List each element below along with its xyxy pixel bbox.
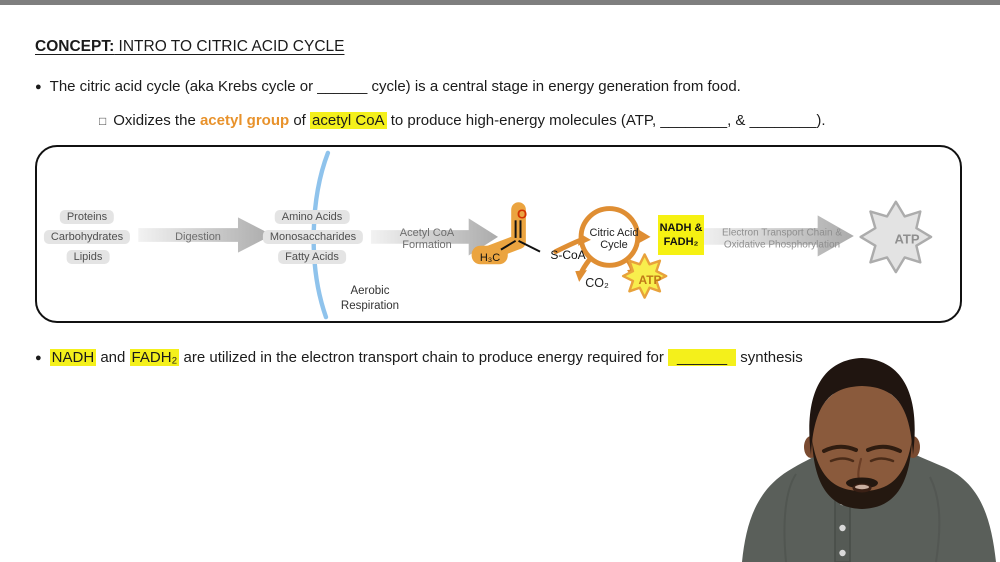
cycle-co2-arrowhead xyxy=(575,270,587,282)
acetyl-arrow-line2: Formation xyxy=(402,239,452,251)
sub-of: of xyxy=(289,112,311,129)
shirt-button-2 xyxy=(839,524,846,532)
instructor-beard xyxy=(812,439,912,509)
instructor-hair xyxy=(809,358,915,455)
b2-mid: are utilized in the electron transport c… xyxy=(179,349,668,366)
pill-amino-acids: Amino Acids xyxy=(274,210,350,224)
cycle-line2: Cycle xyxy=(600,239,628,251)
pathway-diagram-graphics xyxy=(138,150,933,320)
atp-star-small xyxy=(621,253,668,299)
eye-left-closed xyxy=(829,457,855,463)
cycle-entry-arrowhead xyxy=(578,233,591,246)
aerobic-line1: Aerobic xyxy=(350,285,390,297)
aerobic-line2: Respiration xyxy=(340,300,400,312)
instructor-face xyxy=(812,384,912,494)
acetyl-group-accent: acetyl group xyxy=(199,112,290,129)
b2-and: and xyxy=(96,349,130,366)
pill-monosaccharides: Monosaccharides xyxy=(262,230,364,244)
pill-fatty-acids: Fatty Acids xyxy=(278,250,346,264)
sub-amp: , & xyxy=(727,112,750,129)
eye-right-closed xyxy=(869,457,895,463)
bullet1-blank: ______ xyxy=(317,78,368,95)
carbonyl-oxygen-label: O xyxy=(516,206,528,222)
acetyl-arrow-line1: Acetyl CoA xyxy=(399,227,455,239)
fadh2-line2: FADH₂ xyxy=(663,236,699,248)
bullet-nadh-fadh2: ● NADH and FADH₂ are utilized in the elec… xyxy=(35,349,803,366)
bullet1-pre: The citric acid cycle (aka Krebs cycle o… xyxy=(49,78,318,95)
cycle-exit-right-arrowhead xyxy=(637,229,651,244)
acetyl-coa-highlight: acetyl CoA xyxy=(310,112,387,129)
sub-post: to produce high-energy molecules (ATP, xyxy=(386,112,661,129)
bullet-citric-cycle: ● The citric acid cycle (aka Krebs cycle … xyxy=(35,78,741,95)
nadh-highlight: NADH xyxy=(49,349,97,366)
bullet-dot-icon: ● xyxy=(35,81,42,93)
atp-star-large xyxy=(859,200,933,274)
etc-line1: Electron Transport Chain & xyxy=(721,227,843,239)
aerobic-respiration-label: Aerobic Respiration xyxy=(341,284,399,314)
s-coa-label: S-CoA xyxy=(550,248,586,262)
pill-carbohydrates: Carbohydrates xyxy=(43,230,131,244)
instructor-teeth xyxy=(855,484,869,490)
title-text: INTRO TO CITRIC ACID CYCLE xyxy=(114,38,345,55)
co2-label: CO₂ xyxy=(585,276,609,290)
etc-arrow-label: Electron Transport Chain & Oxidative Pho… xyxy=(722,228,842,251)
atp-cycle-label: ATP xyxy=(638,273,662,287)
fadh2-highlight: FADH₂ xyxy=(129,349,180,366)
digestion-arrow-label: Digestion xyxy=(175,231,221,243)
shirt-crease-right xyxy=(929,476,941,562)
shirt-button-3 xyxy=(839,549,846,557)
pill-lipids: Lipids xyxy=(66,250,110,264)
bond-h3c-c xyxy=(500,240,517,251)
nadh-fadh2-box: NADH & FADH₂ xyxy=(658,215,704,255)
eyebrow-left xyxy=(822,444,858,453)
cycle-line1: Citric Acid xyxy=(589,227,639,239)
bullet-dot-icon: ● xyxy=(35,352,42,364)
etc-line2: Oxidative Phosphorylation xyxy=(723,239,841,250)
b2-highlight-blank: ______ xyxy=(668,349,737,366)
acetyl-coa-formation-arrow xyxy=(370,218,499,256)
etc-arrow xyxy=(698,215,854,257)
title-prefix: CONCEPT: xyxy=(35,38,115,55)
acetyl-highlight-bonds xyxy=(482,202,526,260)
sub-pre: Oxidizes the xyxy=(113,112,200,129)
eyebrow-right xyxy=(866,444,902,453)
shirt-crease-left xyxy=(783,473,797,562)
acetyl-formation-arrow-label: Acetyl CoA Formation xyxy=(400,227,454,251)
atp-final-label: ATP xyxy=(894,231,920,247)
citric-acid-cycle-label: Citric Acid Cycle xyxy=(590,227,639,251)
page-title: CONCEPT: INTRO TO CITRIC ACID CYCLE xyxy=(35,38,344,56)
sub-bullet-oxidizes: □ Oxidizes the acetyl group of acetyl CoA… xyxy=(99,112,826,129)
square-bullet-icon: □ xyxy=(99,114,107,128)
instructor-webcam xyxy=(742,358,996,562)
h3c-label: H₃C xyxy=(479,252,501,264)
nadh-line1: NADH & xyxy=(659,222,703,234)
sub-blank-1: ________ xyxy=(660,112,728,129)
sub-close: ). xyxy=(816,112,826,129)
pill-proteins: Proteins xyxy=(59,210,115,224)
bullet1-post: cycle) is a central stage in energy gene… xyxy=(367,78,741,95)
bond-c-s xyxy=(518,239,541,253)
window-top-bar xyxy=(0,0,1000,5)
b2-post: synthesis xyxy=(736,349,803,366)
digestion-arrow xyxy=(138,217,273,253)
sub-blank-2: ________ xyxy=(749,112,817,129)
pathway-diagram: Proteins Carbohydrates Lipids Digestion … xyxy=(35,145,962,323)
